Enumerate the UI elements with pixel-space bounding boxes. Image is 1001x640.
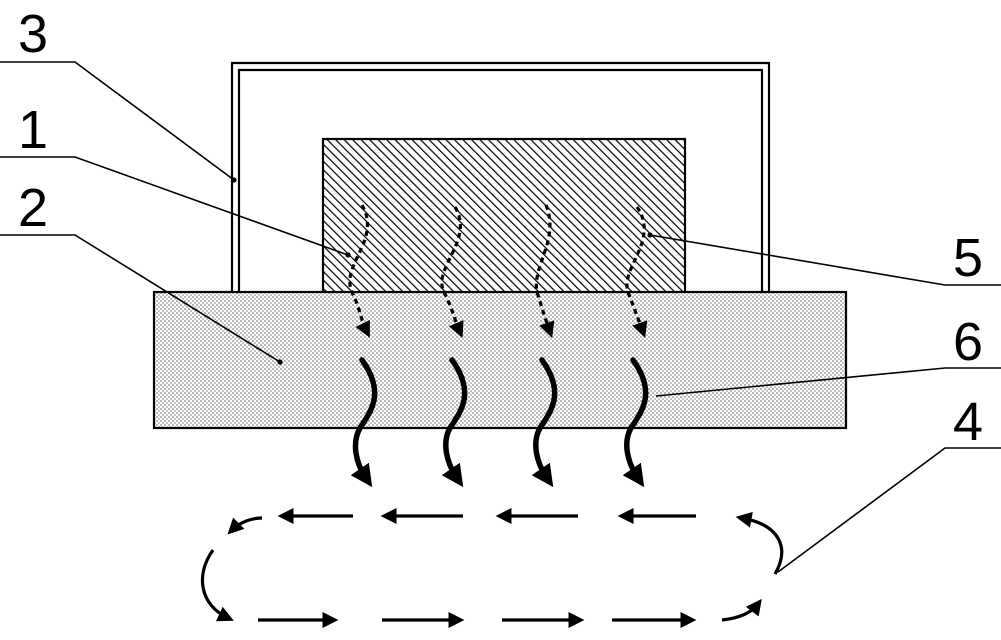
loop-arrow-corner xyxy=(227,516,263,535)
solid-heat-path xyxy=(350,357,378,488)
solid-heat-path xyxy=(531,357,558,488)
loop-arrow-arc-right xyxy=(735,511,784,575)
dashed-heat-paths xyxy=(348,204,648,339)
loop-arrow-corner xyxy=(721,598,762,622)
label-4: 4 xyxy=(953,392,983,452)
label-3: 3 xyxy=(18,4,48,64)
dashed-heat-path xyxy=(625,206,648,339)
solid-heat-path xyxy=(622,357,649,488)
housing xyxy=(230,61,771,292)
chip-block xyxy=(321,137,687,295)
substrate-slab xyxy=(152,290,848,430)
solid-heat-paths xyxy=(350,357,649,488)
dashed-heat-path xyxy=(348,204,370,338)
label-2: 2 xyxy=(18,178,48,238)
label-1: 1 xyxy=(18,100,48,160)
dashed-heat-path xyxy=(440,206,464,338)
label-6: 6 xyxy=(953,312,983,372)
loop-arrow-arc-left xyxy=(200,549,234,622)
label-5: 5 xyxy=(953,228,983,288)
solid-heat-path xyxy=(441,357,468,488)
circulation-loop xyxy=(200,508,784,628)
dashed-heat-path xyxy=(534,204,555,339)
leader-lines xyxy=(0,61,1001,573)
